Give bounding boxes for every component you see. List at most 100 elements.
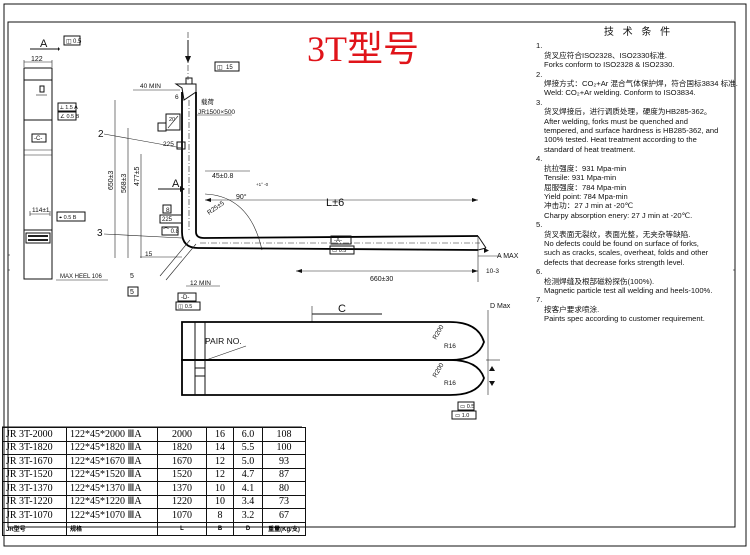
tech-item-line: 焊接方式：CO₂+Ar 混合气体保护焊，符合国标3834 标准. [544,79,738,89]
dim-114: 114±1 [32,207,50,214]
table-cell: 73 [262,494,306,509]
angle-90: 90° [236,193,247,201]
svg-text:225: 225 [162,217,173,223]
tech-item-line: Forks conform to ISO2328 & ISO2330. [544,60,675,70]
pair-no-label: PAIR NO. [205,336,242,346]
table-cell: 93 [262,454,306,469]
tech-item-line: defects that decrease forks strength lev… [544,257,685,267]
svg-text:◫: ◫ [66,39,72,45]
tech-item-line: No defects could be found on surface of … [544,238,699,248]
table-header-cell: 规格 [66,521,158,536]
table-header-cell: D [233,521,263,536]
dim-477: 477±5 [134,166,141,186]
table-cell: 12 [206,467,234,482]
dim-5b: 5 [130,289,134,296]
side-view: ◫ 15 40 MIN 6 20 载荷 JR1500×500 225 2 650… [8,32,519,311]
tech-item-number: 5. [536,220,543,230]
table-cell: 12 [206,454,234,469]
tech-item-line: 100% tested. Heat treatment according to… [544,135,697,145]
tech-item-line: 抗拉强度：931 Mpa-min [544,163,627,173]
dim-5a: 5 [130,273,134,280]
tech-item-line: Yield point: 784 Mpa-min [544,191,628,201]
table-header-cell: L [157,521,207,536]
r16-bottom: R16 [444,380,456,387]
dim-12: 12 MIN [190,280,211,287]
table-cell: 1820 [157,440,207,455]
svg-text:▭ 1.0: ▭ 1.0 [455,413,469,419]
table-cell: 122*45*1070 ⅢA [66,508,158,523]
dim-225-top: 225 [163,141,174,148]
table-cell: 1520 [157,467,207,482]
inner-frame [7,21,736,528]
table-cell: 122*45*1520 ⅢA [66,467,158,482]
tech-item: 6.检测焊缝及根部磁粉探伤(100%).Magnetic particle te… [536,267,741,295]
table-cell: 3.2 [233,508,263,523]
a-max-label: A MAX [497,253,519,260]
table-cell: 1070 [157,508,207,523]
svg-text:◫: ◫ [217,65,223,71]
tech-item-number: 4. [536,154,543,164]
svg-text:⟂ 1.5 A: ⟂ 1.5 A [60,105,78,111]
tech-item: 1.货叉应符合ISO2328、ISO2330标准.Forks conform t… [536,41,741,69]
tech-item-line: After welding, forks must be quenched an… [544,116,688,126]
tech-item-number: 7. [536,295,543,305]
tech-item-number: 3. [536,97,543,107]
table-cell: 8 [206,508,234,523]
table-cell: 2000 [157,427,207,442]
svg-text:⌖ 0.5 B: ⌖ 0.5 B [59,215,77,221]
table-cell: 1220 [157,494,207,509]
tech-item-line: tempered, and surface hardness is HB285-… [544,126,719,136]
svg-text:-A-: -A- [334,238,342,244]
load-spec: JR1500×500 [198,109,235,116]
svg-text:⌒ 0.8: ⌒ 0.8 [163,228,180,235]
table-cell: 4.7 [233,467,263,482]
tech-items-list: 1.货叉应符合ISO2328、ISO2330标准.Forks conform t… [536,41,741,323]
tech-item-line: 屈服强度：784 Mpa-min [544,182,627,192]
table-cell: 122*45*1820 ⅢA [66,440,158,455]
table-cell: 10 [206,481,234,496]
svg-text:▭ 0.5: ▭ 0.5 [460,404,474,410]
tech-item-number: 2. [536,69,543,79]
table-cell: 5.0 [233,454,263,469]
section-a-label: A [172,178,180,190]
dim-6: 6 [175,94,179,101]
svg-text:▭ 0.5: ▭ 0.5 [332,248,346,254]
tech-item-line: 冲击功：27 J min at -20℃ [544,201,634,211]
tech-item: 5.货叉表面无裂纹，表面光整，无夹杂等缺陷.No defects could b… [536,220,741,267]
table-cell: 16 [206,427,234,442]
tech-item-line: 货叉应符合ISO2328、ISO2330标准. [544,50,667,60]
svg-text:+1° -0: +1° -0 [256,182,269,187]
table-cell: JR 3T-1820 [2,440,67,455]
dim-15: 15 [145,251,153,258]
dim-40: 40 MIN [140,83,161,90]
tech-item-line: Magnetic particle test all welding and h… [544,285,713,295]
svg-text:∠ 0.5 B: ∠ 0.5 B [60,113,80,120]
table-cell: 1670 [157,454,207,469]
r200-top: R200 [432,324,446,341]
svg-text:20: 20 [169,117,175,123]
table-header-cell: 重量(Kg/支) [262,521,306,536]
table-cell: JR 3T-1520 [2,467,67,482]
tech-item: 2.焊接方式：CO₂+Ar 混合气体保护焊，符合国标3834 标准.Weld: … [536,70,741,98]
max-heel-label: MAX HEEL 106 [60,274,102,280]
tech-item-line: 检测焊缝及根部磁粉探伤(100%). [544,276,655,286]
table-cell: JR 3T-1070 [2,508,67,523]
tech-item-line: Charpy absorption enery: 27 J min at -20… [544,210,693,220]
tech-item-line: Weld: CO₂+Ar welding. Conform to ISO3834… [544,88,696,98]
r16-top: R16 [444,343,456,350]
dim-650: 650±3 [108,170,115,190]
tech-item-line: Paints spec according to customer requir… [544,314,705,324]
dim-122: 122 [31,56,43,63]
svg-text:15: 15 [226,65,233,71]
view-c: C D Max PAIR NO. R200 R16 R200 R16 ▭ 0.5… [181,303,511,420]
d-max-label: D Max [490,303,511,310]
table-cell: 5.5 [233,440,263,455]
